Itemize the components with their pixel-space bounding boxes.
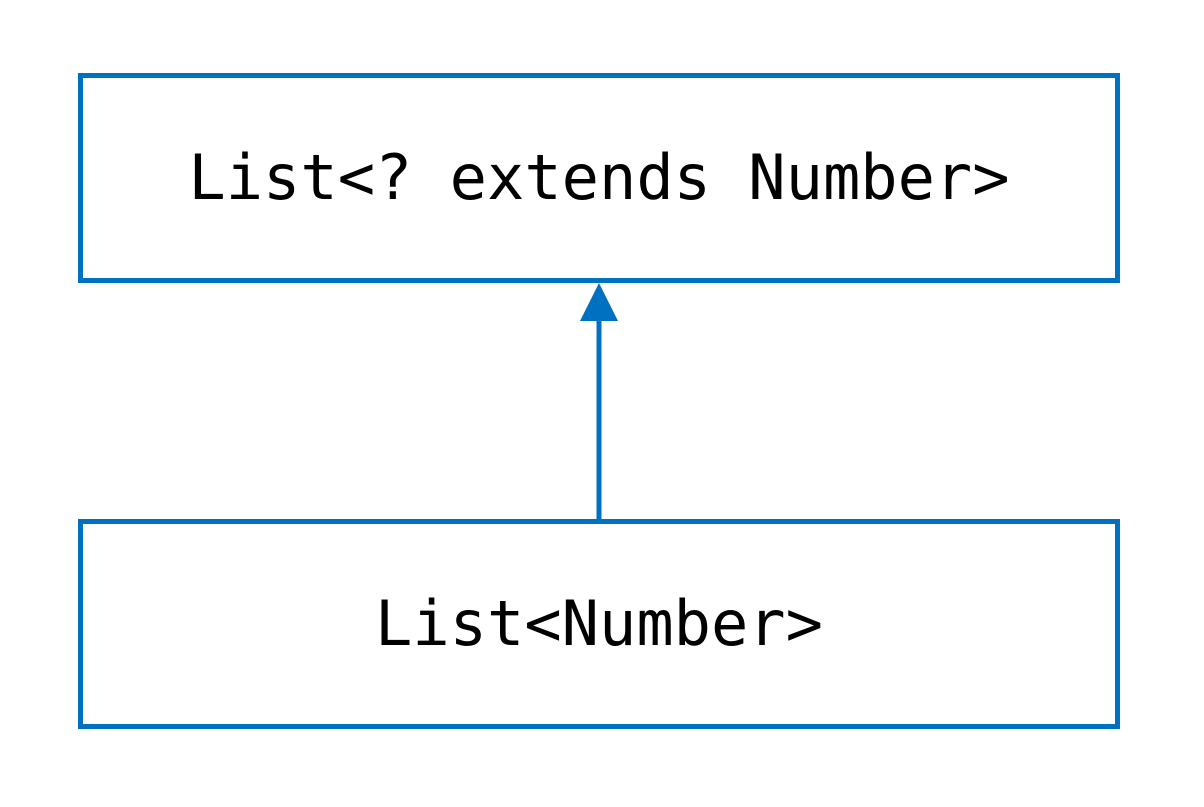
inheritance-arrow-head <box>580 283 618 321</box>
subtype-node: List<Number> <box>78 519 1120 729</box>
supertype-label: List<? extends Number> <box>188 141 1010 214</box>
subtype-label: List<Number> <box>375 587 823 660</box>
supertype-node: List<? extends Number> <box>78 73 1120 283</box>
